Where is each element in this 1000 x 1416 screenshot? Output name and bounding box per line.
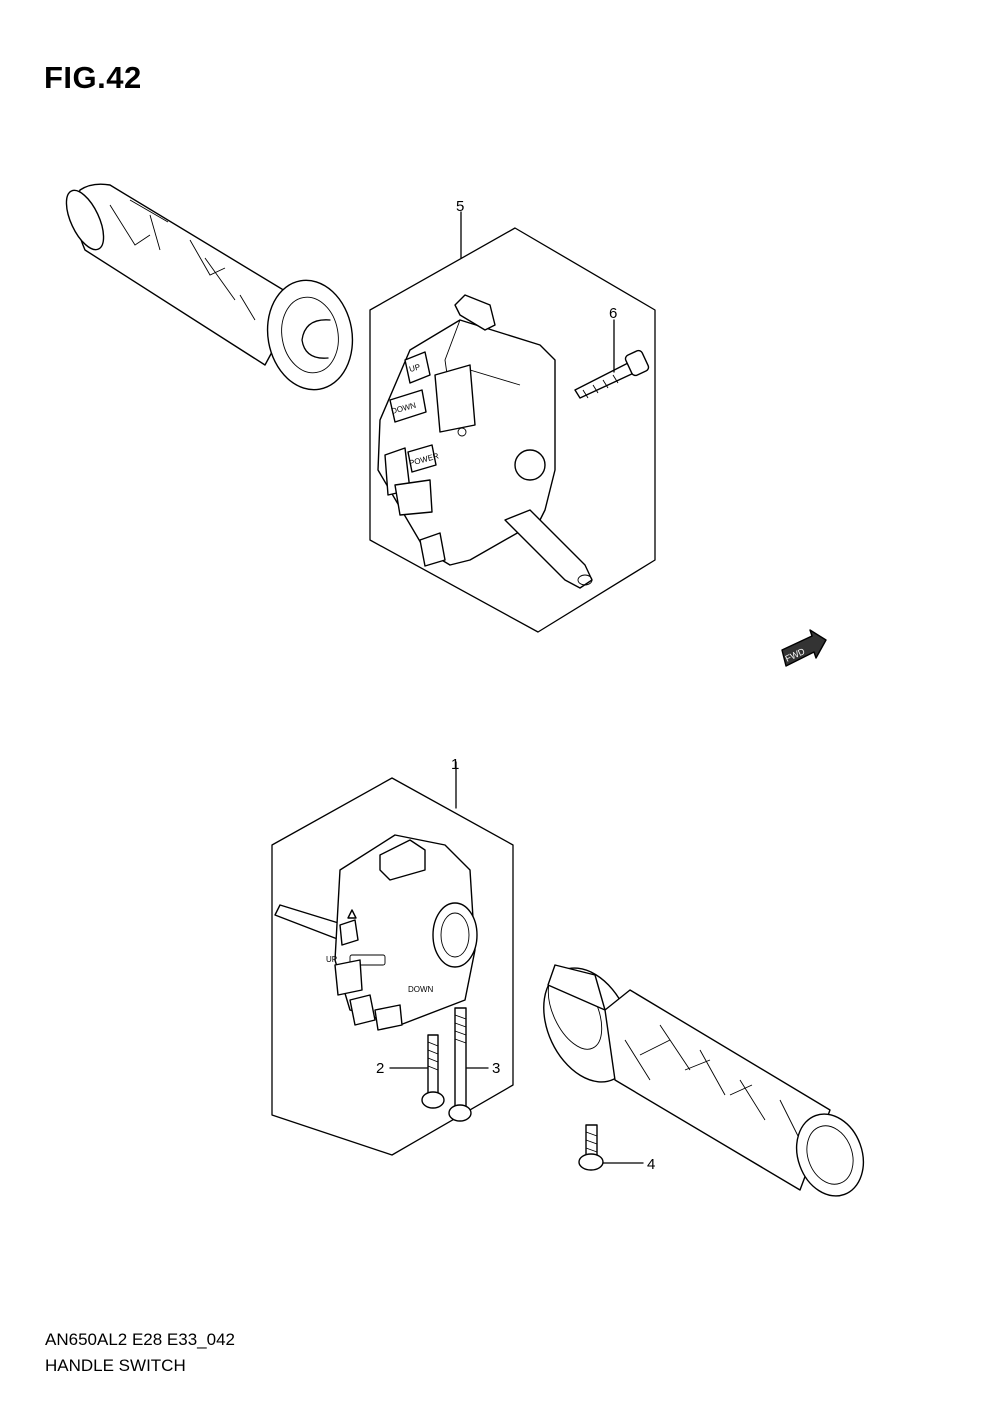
callout-3: 3 [492, 1060, 500, 1077]
screw-6 [574, 319, 650, 399]
callout-5: 5 [456, 198, 464, 215]
callout-1: 1 [451, 756, 459, 773]
figure-title: FIG.42 [44, 60, 142, 95]
right-throttle-grip [543, 964, 865, 1197]
callout-4: 4 [647, 1156, 655, 1173]
left-up-label: UP [326, 955, 337, 964]
callout-2: 2 [376, 1060, 384, 1077]
screw-2 [389, 1034, 445, 1109]
right-up-label: UP [408, 362, 421, 374]
callout-6: 6 [609, 305, 617, 322]
left-down-label: DOWN [408, 985, 434, 994]
diagram-code: AN650AL2 E28 E33_042 [45, 1330, 235, 1349]
screw-3 [448, 1007, 489, 1122]
fwd-direction-marker: FWD [781, 629, 827, 667]
diagram-name: HANDLE SWITCH [45, 1356, 186, 1375]
screw-4 [578, 1124, 644, 1171]
left-grip [65, 183, 354, 391]
right-switch-assembly: UP DOWN POWER [369, 211, 656, 633]
left-switch-assembly: UP DOWN [271, 761, 514, 1156]
